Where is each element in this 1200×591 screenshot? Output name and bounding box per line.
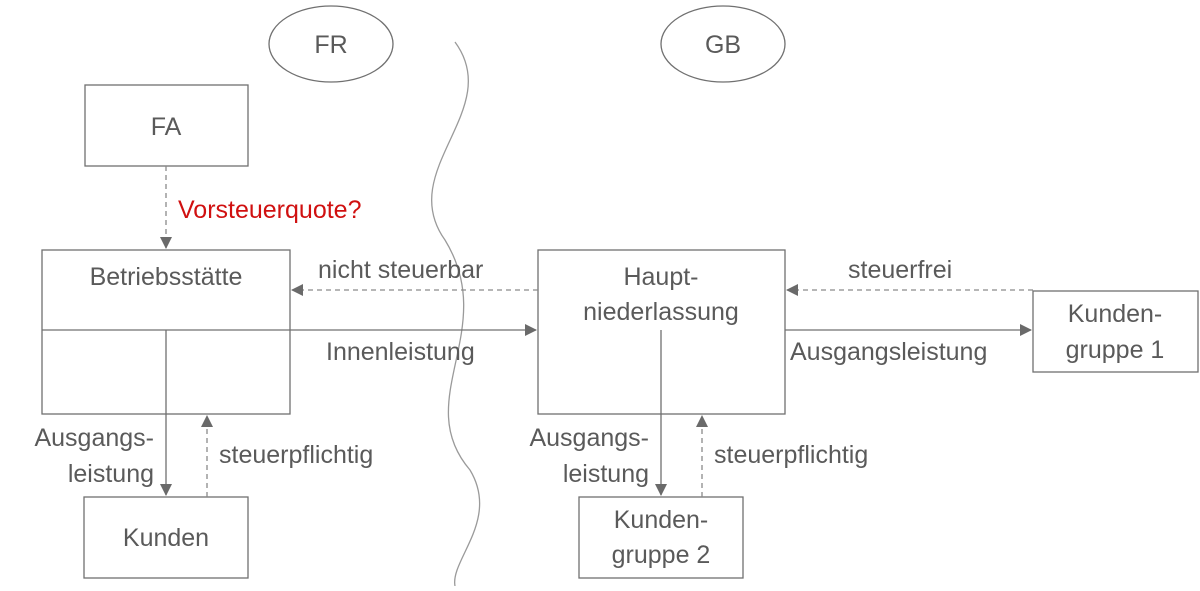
- label-nicht-steuerbar: nicht steuerbar: [318, 256, 483, 284]
- node-kundengruppe-1-label-2: gruppe 1: [1066, 336, 1165, 364]
- label-ausgangsleistung-gb2-1: Ausgangs-: [529, 424, 649, 452]
- region-fr: FR: [268, 5, 394, 83]
- node-kundengruppe-2-label-2: gruppe 2: [612, 541, 711, 569]
- node-betriebsstaette-label: Betriebsstätte: [90, 263, 243, 291]
- node-betriebsstaette: Betriebsstätte: [41, 249, 291, 415]
- label-steuerpflichtig-fr: steuerpflichtig: [219, 441, 373, 469]
- label-ausgangsleistung-fr-2: leistung: [68, 460, 154, 488]
- label-steuerpflichtig-gb: steuerpflichtig: [714, 441, 868, 469]
- region-gb-label: GB: [705, 31, 741, 59]
- node-hauptniederlassung-label-2: niederlassung: [583, 298, 739, 326]
- node-fa-label: FA: [151, 113, 182, 141]
- region-gb: GB: [660, 5, 786, 83]
- label-vorsteuerquote: Vorsteuerquote?: [178, 196, 361, 224]
- node-kundengruppe-1-label-1: Kunden-: [1068, 300, 1163, 328]
- node-kunden-fr: Kunden: [83, 496, 249, 579]
- label-ausgangsleistung-fr-1: Ausgangs-: [34, 424, 154, 452]
- border-wave-line: [431, 41, 481, 587]
- node-hauptniederlassung: Haupt- niederlassung: [537, 249, 786, 415]
- label-ausgangsleistung-gb2-2: leistung: [563, 460, 649, 488]
- label-steuerfrei: steuerfrei: [848, 256, 952, 284]
- node-kundengruppe-1: Kunden- gruppe 1: [1032, 290, 1199, 373]
- node-hauptniederlassung-label-1: Haupt-: [623, 263, 698, 291]
- node-kundengruppe-2-label-1: Kunden-: [614, 506, 709, 534]
- label-ausgangsleistung-gb1: Ausgangsleistung: [790, 338, 987, 366]
- node-kundengruppe-2: Kunden- gruppe 2: [578, 496, 744, 579]
- node-kunden-fr-label: Kunden: [123, 524, 209, 552]
- node-fa: FA: [84, 84, 249, 167]
- label-innenleistung: Innenleistung: [326, 338, 475, 366]
- region-fr-label: FR: [314, 31, 347, 59]
